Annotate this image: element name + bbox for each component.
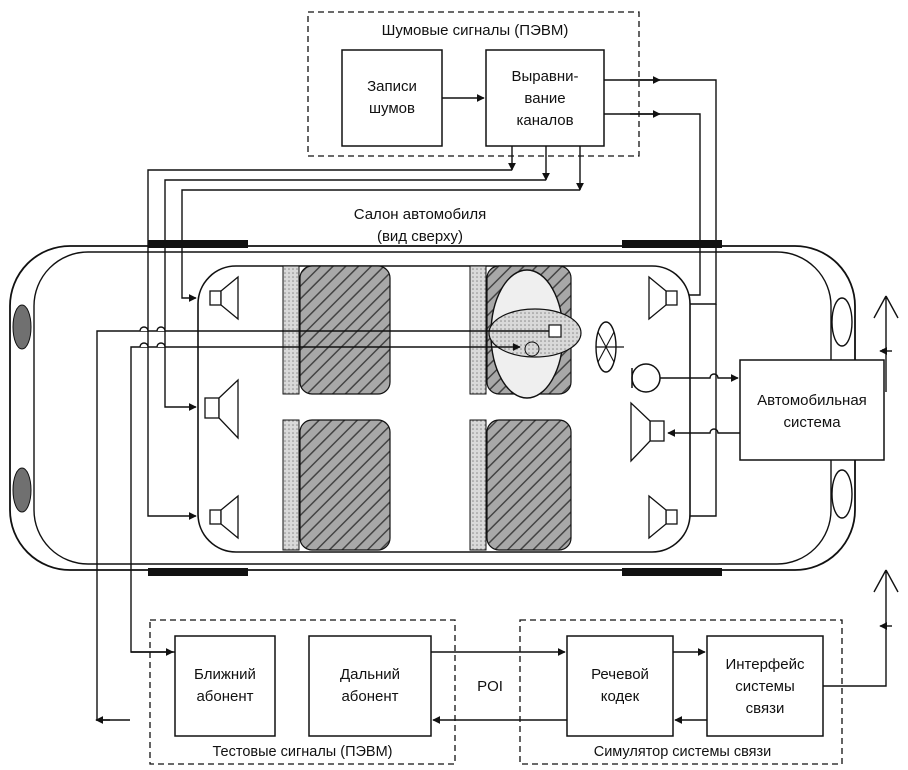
wheel-rear-left: [148, 568, 248, 576]
test-group-title: Тестовые сигналы (ПЭВМ): [212, 744, 393, 760]
comm-group-title: Симулятор системы связи: [593, 744, 772, 760]
rear-seat-left: [299, 265, 391, 395]
speaker-front-left-icon: [209, 275, 239, 321]
equalize-label-1: Выравни-: [511, 68, 579, 85]
noise-records-label-2: шумов: [369, 100, 415, 117]
iface-label-1: Интерфейс: [725, 656, 805, 673]
steering-spoke-2: [597, 331, 615, 363]
speaker-front-right-icon: [648, 275, 678, 321]
car-mic-to-system-line: [660, 373, 739, 382]
wheel-front-left: [148, 240, 248, 248]
car-system-box: [739, 359, 885, 461]
far-subscriber-label-1: Дальний: [339, 666, 401, 683]
noise-group-frame: [307, 11, 640, 157]
near-subscriber-label-1: Ближний: [194, 666, 256, 683]
driver-head-zone: [488, 308, 582, 358]
antenna-icon-top: [873, 295, 899, 350]
test-group-frame: [149, 619, 456, 765]
speaker-rear-left-icon: [209, 494, 239, 540]
rear-lamp-1: [12, 304, 32, 350]
headlamp-2: [831, 469, 853, 519]
far-subscriber-box: [308, 635, 432, 737]
passenger-seat: [486, 419, 572, 551]
wheel-rear-right: [622, 568, 722, 576]
cabin-title-1: Салон автомобиля: [353, 206, 487, 223]
car-system-label-1: Автомобильная: [757, 392, 867, 409]
channel-equalization-box: [485, 49, 605, 147]
equalize-label-3: каналов: [516, 112, 574, 129]
antenna-icon-bottom: [823, 569, 899, 687]
equalize-label-2: вание: [524, 90, 566, 107]
noise-group-title: Шумовые сигналы (ПЭВМ): [381, 22, 569, 39]
speech-codec-box: [566, 635, 674, 737]
far-subscriber-label-2: абонент: [341, 688, 399, 705]
rear-lamp-2: [12, 467, 32, 513]
rear-seat-left-back: [282, 265, 300, 395]
iface-label-2: системы: [735, 678, 795, 695]
speaker-middle-right-icon: [630, 401, 665, 463]
noise-records-label-1: Записи: [367, 78, 417, 95]
wheel-front-right: [622, 240, 722, 248]
poi-label: POI: [477, 678, 503, 695]
car-system-label-2: система: [783, 414, 841, 431]
codec-label-1: Речевой: [591, 666, 649, 683]
noise-to-rear-left-speaker-line: [147, 169, 512, 520]
iface-label-3: связи: [745, 700, 785, 717]
car-microphone-icon: [631, 363, 661, 393]
speaker-middle-left-icon: [204, 378, 239, 440]
driver-seat-back: [469, 265, 487, 395]
system-to-speaker-line: [667, 428, 740, 437]
passenger-seat-back: [469, 419, 487, 551]
cabin-title-2: (вид сверху): [376, 228, 464, 245]
mouth-reference-point: [524, 341, 540, 357]
rear-seat-right: [299, 419, 391, 551]
headlamp-1: [831, 297, 853, 347]
microphone: [548, 324, 562, 338]
noise-to-middle-left-speaker-line: [164, 179, 546, 411]
comm-interface-box: [706, 635, 824, 737]
car-cabin: [197, 265, 691, 553]
comm-group-frame: [519, 619, 843, 765]
near-subscriber-box: [174, 635, 276, 737]
speaker-rear-right-icon: [648, 494, 678, 540]
near-subscriber-label-2: абонент: [196, 688, 254, 705]
line-crossing-hops: [139, 326, 166, 348]
codec-label-2: кодек: [600, 688, 640, 705]
rear-seat-right-back: [282, 419, 300, 551]
